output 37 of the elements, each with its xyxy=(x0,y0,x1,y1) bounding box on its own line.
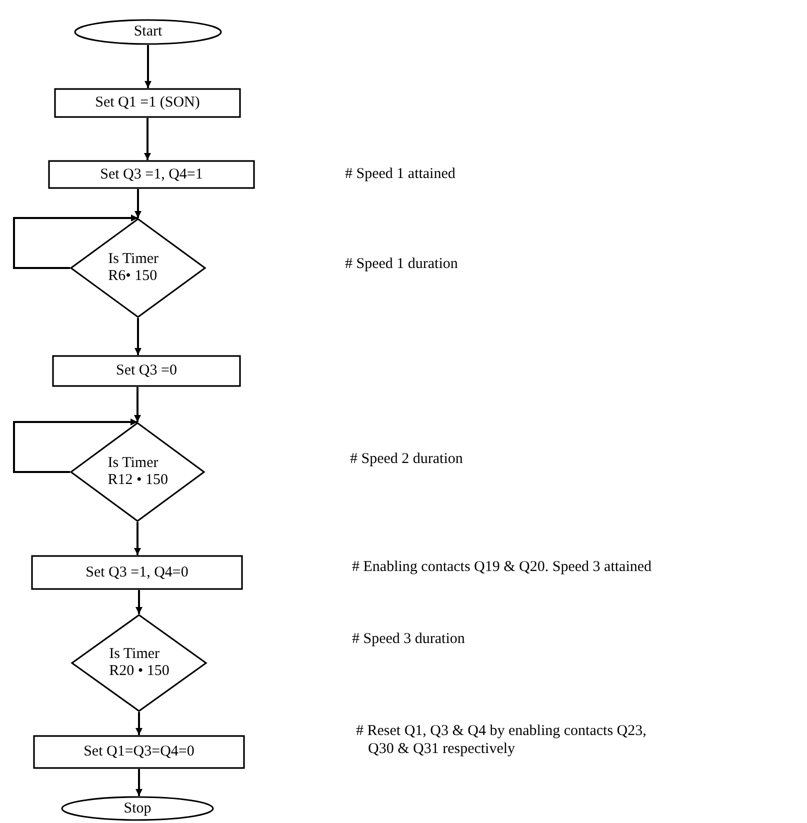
process-box xyxy=(48,160,255,189)
process-box xyxy=(54,88,241,118)
arrow xyxy=(134,318,142,355)
comment-text: # Speed 1 attained xyxy=(345,165,456,183)
decision-diamond xyxy=(70,422,205,522)
arrow xyxy=(134,189,142,218)
process-box xyxy=(33,735,245,769)
arrow xyxy=(134,387,141,422)
arrow xyxy=(136,712,142,735)
arrow xyxy=(144,118,151,160)
step-text: Start xyxy=(132,23,164,41)
decision-text: Is Timer R20 • 150 xyxy=(109,646,170,680)
comment-text: # Speed 1 duration xyxy=(345,255,458,273)
decision-text: Is Timer R6• 150 xyxy=(108,250,160,286)
arrow xyxy=(13,214,138,269)
decision-diamond xyxy=(71,614,207,712)
decision-text: Is Timer R12 • 150 xyxy=(108,454,170,490)
comment-text: # Speed 3 duration xyxy=(352,630,465,648)
step-text: Stop xyxy=(122,800,152,818)
step-text: Set Q1 =1 (SON) xyxy=(94,94,201,112)
terminal-ellipse xyxy=(61,796,214,821)
comment-text: # Reset Q1, Q3 & Q4 by enabling contacts Q23, Q30 & Q31 respectively xyxy=(356,722,648,758)
comment-text: # Enabling contacts Q19 & Q20. Speed 3 attained xyxy=(352,558,652,576)
step-text: Set Q3 =1, Q4=1 xyxy=(99,166,204,184)
comment-text: # Speed 2 duration xyxy=(350,450,463,468)
arrow xyxy=(134,522,141,555)
arrow xyxy=(13,418,138,473)
process-box xyxy=(52,355,241,387)
decision-diamond xyxy=(70,218,206,318)
step-text: Set Q3 =1, Q4=0 xyxy=(84,564,190,582)
step-text: Set Q3 =0 xyxy=(115,362,178,380)
arrow xyxy=(136,590,142,614)
step-text: Set Q1=Q3=Q4=0 xyxy=(82,743,196,761)
arrow xyxy=(144,45,152,88)
arrow xyxy=(136,769,142,796)
process-box xyxy=(31,555,243,590)
terminal-ellipse xyxy=(74,19,222,45)
